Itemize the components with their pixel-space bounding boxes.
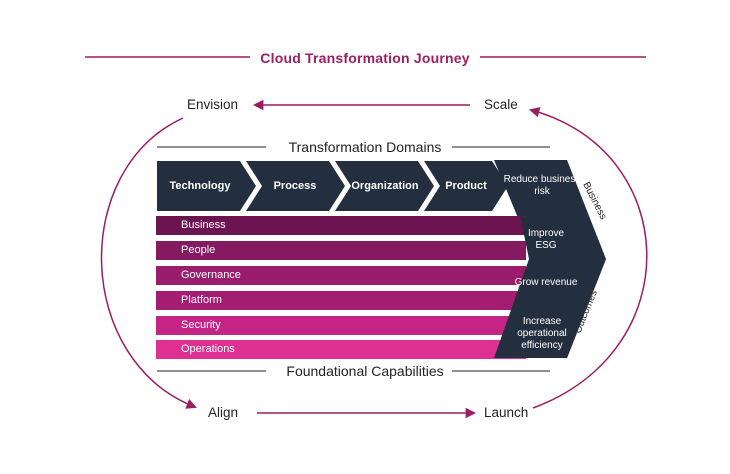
chevron-organization [335, 161, 434, 211]
launch-to-scale-loop [528, 107, 648, 409]
chevron-technology [157, 161, 256, 211]
outcome-operational-efficiency: Increase operational efficiency [517, 316, 567, 351]
outcome-grow-revenue: Grow revenue [514, 277, 578, 288]
capability-bar-people: People [156, 241, 526, 260]
stage-launch: Launch [484, 405, 529, 420]
domain-label-organization: Organization [351, 180, 419, 192]
domain-label-product: Product [445, 180, 487, 192]
diagram-title: Cloud Transformation Journey [260, 50, 470, 66]
domains-header: Transformation Domains [288, 139, 442, 155]
outcome-improve-esg: Improve ESG [527, 228, 565, 251]
capability-bar-operations: Operations [156, 340, 526, 359]
domain-label-technology: Technology [169, 180, 231, 192]
domain-label-process: Process [273, 180, 317, 192]
envision-to-align-loop [100, 117, 197, 409]
capability-bar-platform: Platform [156, 291, 526, 310]
chevron-product [424, 161, 508, 211]
chevron-process [246, 161, 345, 211]
capability-bar-business: Business [156, 216, 526, 235]
stage-scale: Scale [484, 97, 518, 112]
outcome-reduce-risk: Reduce business risk [503, 174, 581, 197]
capability-bar-security: Security [156, 316, 526, 335]
foundation-header: Foundational Capabilities [286, 363, 444, 379]
capability-bar-governance: Governance [156, 266, 526, 285]
stage-envision: Envision [187, 97, 239, 112]
stage-align: Align [208, 405, 239, 420]
